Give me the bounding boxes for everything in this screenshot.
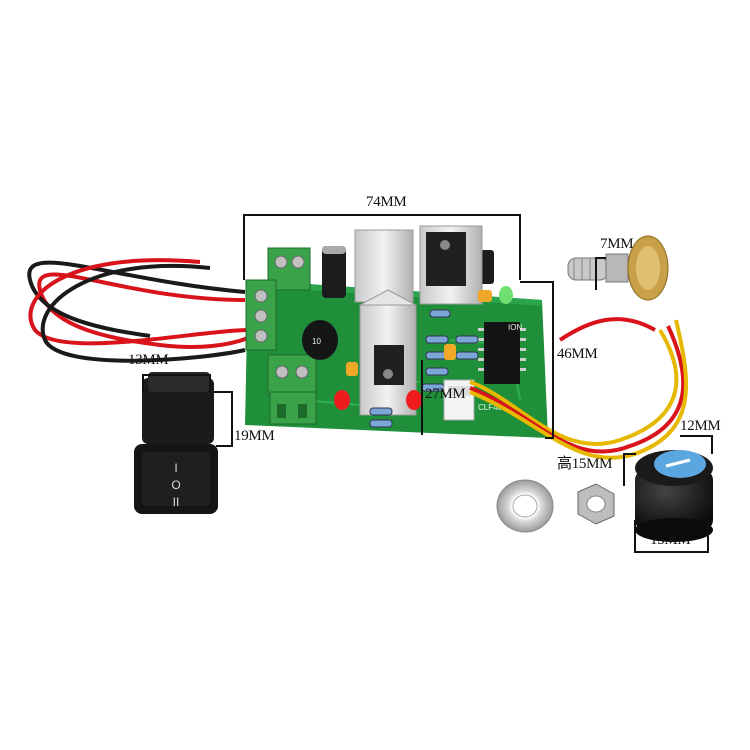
svg-text:II: II xyxy=(173,495,180,509)
resistors xyxy=(369,309,479,428)
component-height-label: 27MM xyxy=(425,386,466,402)
svg-text:I: I xyxy=(174,461,177,475)
switch-height-label: 19MM xyxy=(234,428,275,444)
cap-silkscreen-label: 10 xyxy=(312,337,321,346)
board-height-label: 46MM xyxy=(557,346,598,362)
rocker-switch: I O II xyxy=(134,372,218,514)
small-capacitors xyxy=(346,290,492,376)
pot-wires xyxy=(469,317,688,460)
switch-wires xyxy=(27,258,249,363)
washer xyxy=(496,479,554,533)
ic-chip xyxy=(478,322,526,384)
capacitors xyxy=(302,246,494,360)
pot-shaft-label: 7MM xyxy=(600,236,634,252)
pot-connector xyxy=(443,379,475,421)
switch-width-label: 13MM xyxy=(128,352,169,368)
potentiometer xyxy=(567,235,669,301)
terminal-blocks xyxy=(245,247,317,425)
dimension-lines xyxy=(142,214,713,553)
motor-silkscreen-label: 电机 xyxy=(255,427,271,437)
chip-silkscreen-label: CLF40 xyxy=(478,403,503,412)
board-width-label: 74MM xyxy=(366,194,407,210)
knob-top-label: 12MM xyxy=(680,418,721,434)
knob xyxy=(635,450,713,542)
knob-diameter-label: 15MM xyxy=(650,532,691,548)
knob-height-label: 高15MM xyxy=(557,456,613,472)
version-silkscreen-label: ION xyxy=(508,323,522,332)
leds xyxy=(334,286,513,410)
hex-nut xyxy=(577,483,615,525)
svg-text:O: O xyxy=(171,478,180,492)
